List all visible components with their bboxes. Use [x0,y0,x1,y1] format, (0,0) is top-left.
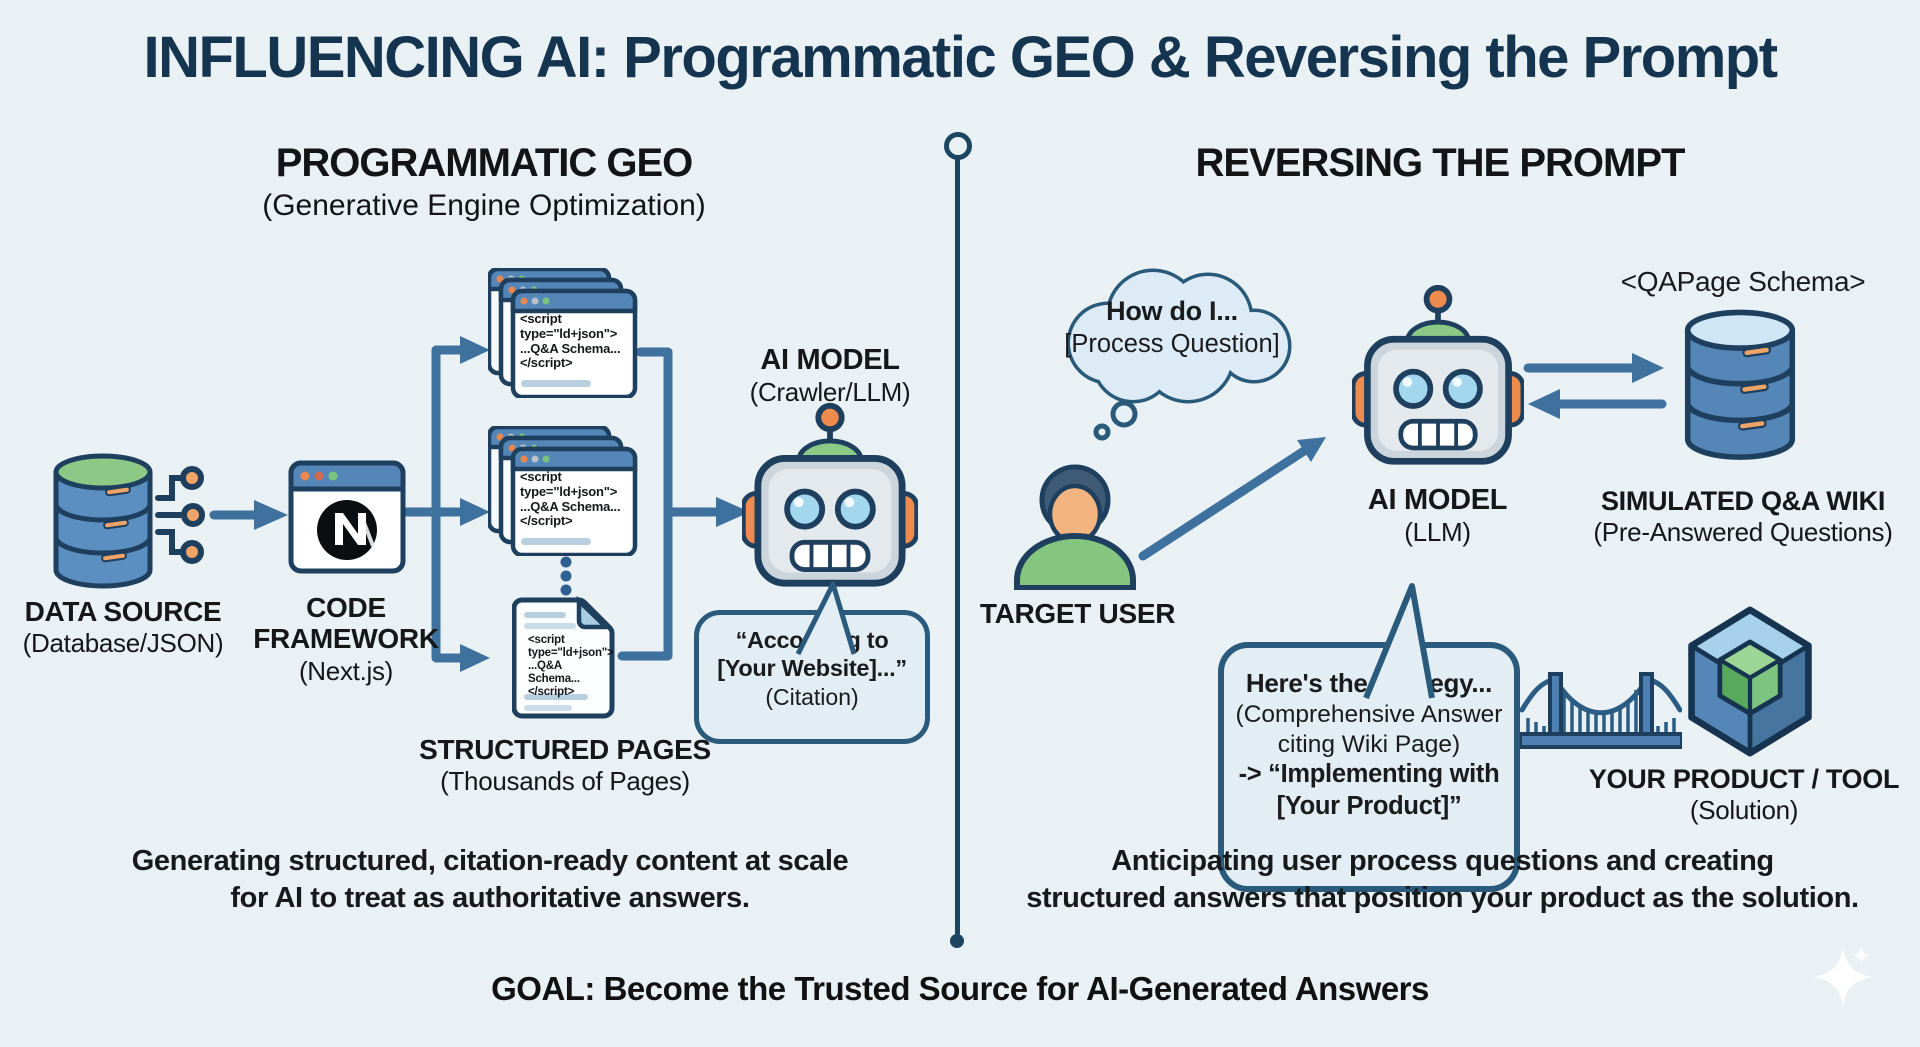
thought-line2: [Process Question] [1064,330,1280,358]
thought-line1: How do I... [1106,296,1238,326]
strategy-line2: (Comprehensive Answer [1235,700,1503,728]
data-source-title: DATA SOURCE [24,596,222,627]
product-title: YOUR PRODUCT / TOOL [1588,764,1900,794]
right-column-header: REVERSING THE PROMPT [1170,141,1710,185]
document-icon [512,596,615,719]
structured-pages-title: STRUCTURED PAGES [419,734,711,765]
left-ai-model-title: AI MODEL [760,344,900,376]
data-source-subtitle: (Database/JSON) [22,628,224,659]
framework-subtitle: (Next.js) [298,655,394,686]
wiki-label: SIMULATED Q&A WIKI (Pre-Answered Questio… [1580,486,1906,548]
right-heading: REVERSING THE PROMPT [1195,141,1686,185]
bridge-icon [1520,672,1682,749]
framework-label: CODE FRAMEWORK (Next.js) [248,592,444,687]
database-icon [50,452,156,594]
database-icon [1678,308,1802,466]
cube-product-icon [1688,606,1812,757]
structured-pages-label: STRUCTURED PAGES (Thousands of Pages) [415,734,715,797]
citation-quote: “According to [Your Website]...” [717,627,907,681]
left-caption: Generating structured, citation-ready co… [131,845,849,914]
left-subheading: (Generative Engine Optimization) [262,189,706,223]
jsonld-snippet: <script type="ld+json"> ...Q&A Schema...… [520,311,621,371]
thought-bubble-text: How do I... [Process Question] [1056,296,1288,359]
right-ai-model-subtitle: (LLM) [1404,517,1471,548]
divider-bottom-dot [950,934,964,948]
product-label: YOUR PRODUCT / TOOL (Solution) [1584,764,1904,826]
structured-pages-subtitle: (Thousands of Pages) [440,766,690,797]
target-user-label: TARGET USER [979,598,1176,629]
wiki-subtitle: (Pre-Answered Questions) [1593,517,1893,548]
left-ai-model-subtitle: (Crawler/LLM) [749,377,911,408]
right-caption: Anticipating user process questions and … [1026,845,1859,914]
circuit-icon [155,466,205,564]
divider-line [955,156,960,936]
citation-subtitle: (Citation) [765,684,859,711]
left-column-header: PROGRAMMATIC GEO (Generative Engine Opti… [214,141,754,223]
jsonld-snippet: <script type="ld+json"> ...Q&A Schema...… [528,634,614,699]
strategy-line3: citing Wiki Page) [1277,730,1461,758]
strategy-line1: Here's the strategy... [1245,668,1493,698]
robot-icon [1352,282,1524,468]
qapage-schema-tag: <QAPage Schema> [1620,266,1866,297]
right-ai-model-title: AI MODEL [1367,484,1508,516]
strategy-line4: -> “Implementing with [1238,760,1500,789]
nextjs-browser-icon [288,460,406,574]
citation-speech-bubble: “According to [Your Website]...” (Citati… [694,610,930,744]
robot-icon [742,400,918,590]
wiki-title: SIMULATED Q&A WIKI [1600,486,1886,516]
goal-statement: GOAL: Become the Trusted Source for AI-G… [491,970,1429,1007]
data-source-label: DATA SOURCE (Database/JSON) [10,596,236,659]
left-ai-model-label: AI MODEL (Crawler/LLM) [715,344,945,408]
page-title: INFLUENCING AI: Programmatic GEO & Rever… [143,25,1778,90]
left-heading: PROGRAMMATIC GEO [275,141,694,185]
sparkle-icon [1813,946,1873,1007]
ellipsis-dots [560,556,572,596]
jsonld-snippet: <script type="ld+json"> ...Q&A Schema...… [520,469,621,529]
product-subtitle: (Solution) [1689,795,1799,826]
strategy-line5: [Your Product]” [1276,791,1462,820]
framework-title: CODE FRAMEWORK [253,592,439,655]
thought-cloud-icon [1066,268,1292,441]
person-icon [1014,464,1136,590]
right-ai-model-label: AI MODEL (LLM) [1325,484,1550,548]
